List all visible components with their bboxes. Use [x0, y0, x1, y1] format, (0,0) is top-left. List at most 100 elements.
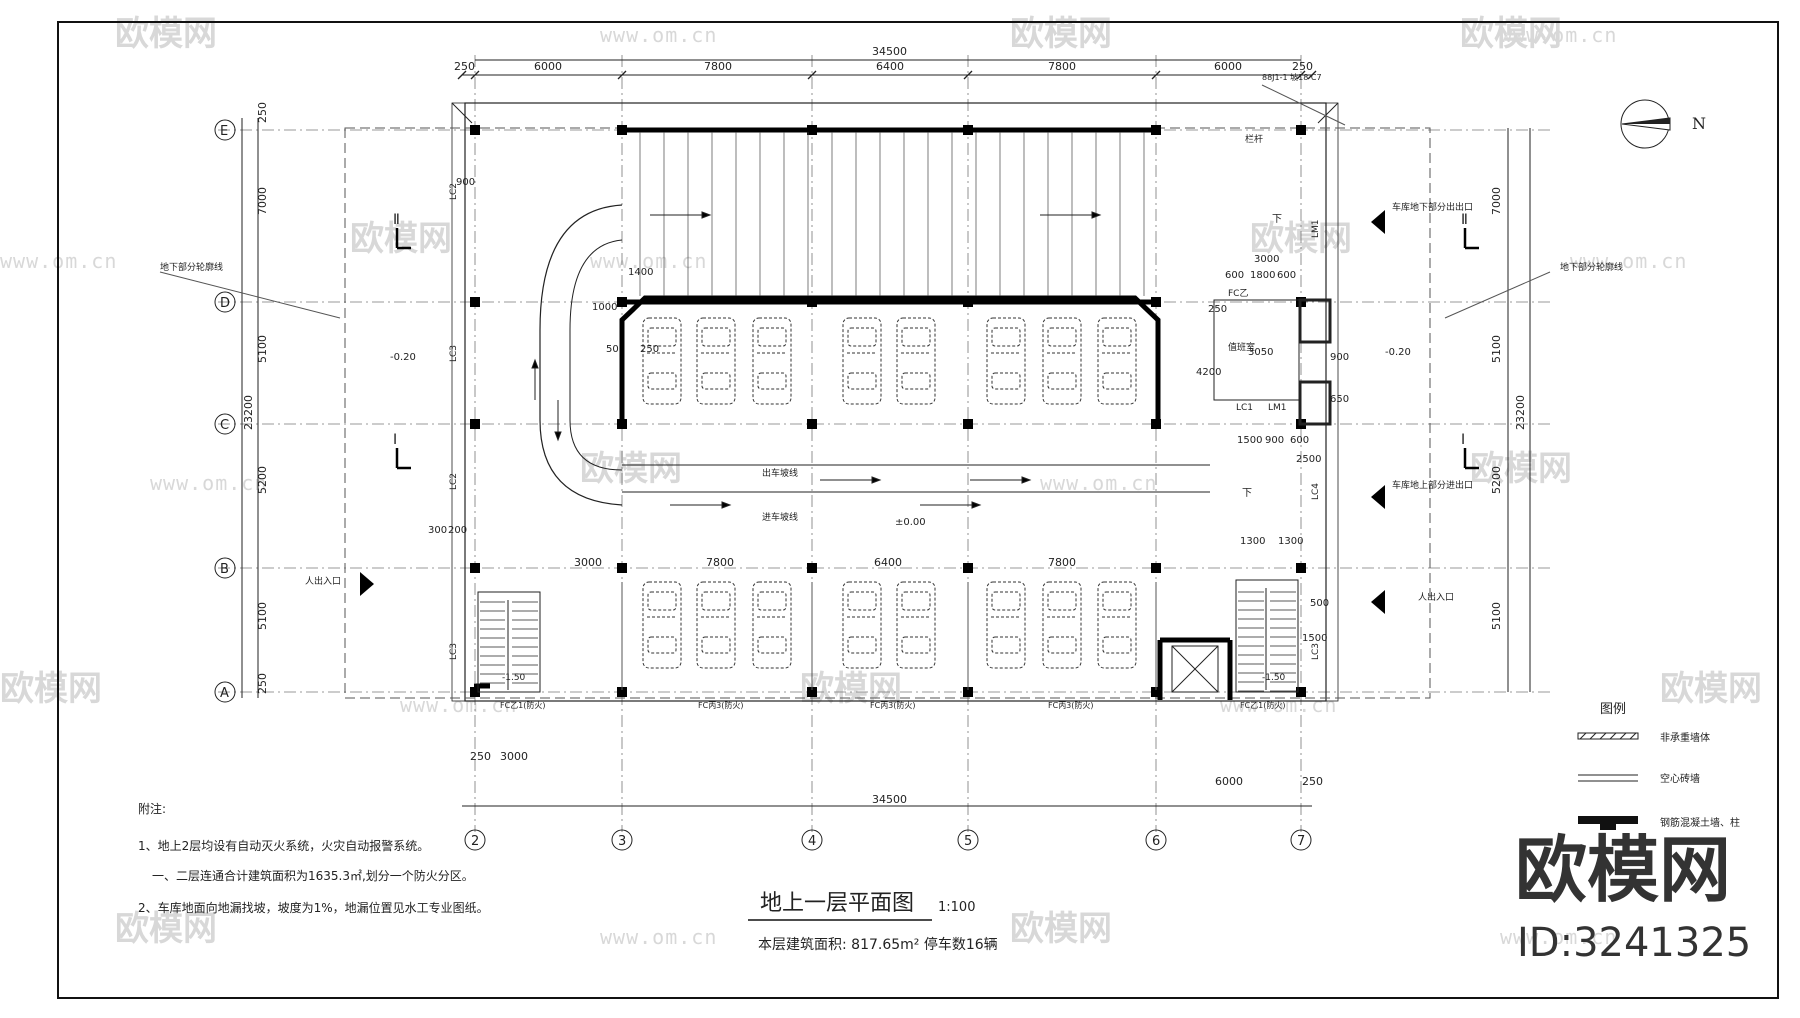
watermark-url: www.om.cn [1500, 925, 1617, 949]
parking-car [896, 317, 936, 405]
dim-left-seg: 250 [256, 673, 269, 694]
structural-column [470, 563, 480, 573]
dim-right-seg: 5100 [1490, 335, 1503, 363]
dim-left-seg: 5100 [256, 602, 269, 630]
parking-car [1042, 581, 1082, 669]
label-lc1: LC1 [1236, 403, 1253, 413]
structural-column [1296, 563, 1306, 573]
dim-misc: 900 [1265, 435, 1284, 446]
grid-bubble-col [611, 829, 633, 851]
legend-swatch-nonbearing [1577, 732, 1639, 740]
exit-arrow-icon [1371, 485, 1385, 509]
watermark-url: www.om.cn [1220, 693, 1337, 717]
direction-arrow-icon [971, 501, 982, 509]
up-arrow-icon [531, 358, 539, 369]
structural-column [807, 419, 817, 429]
dim-misc: 500 [1310, 598, 1329, 609]
dim-top-bay: 6000 [1214, 60, 1242, 73]
legend-item-2: 空心砖墙 [1660, 772, 1700, 785]
north-arrow: N [1620, 99, 1706, 149]
structural-column [1151, 297, 1161, 307]
note-line-1: 1、地上2层均设有自动灭火系统，火灾自动报警系统。 [138, 838, 429, 853]
dim-misc: 50 [606, 344, 619, 355]
legend-title: 图例 [1600, 702, 1626, 717]
north-label: N [1692, 114, 1706, 133]
direction-arrow-icon [1091, 211, 1102, 219]
direction-arrow-icon [701, 211, 712, 219]
dim-misc: 3000 [1254, 254, 1279, 265]
label-enter-ramp: 进车坡线 [762, 511, 798, 523]
dim-misc: 300 [428, 525, 447, 536]
pedestrian-arrow-icon [1371, 590, 1385, 614]
direction-arrow-icon [721, 501, 732, 509]
dim-bottom-misc: 6000 [1215, 775, 1243, 788]
grid-bubble-col [1145, 829, 1167, 851]
parking-car [642, 581, 682, 669]
legend: 图例 非承重墙体 空心砖墙 钢筋混凝土墙、柱 [1577, 702, 1740, 830]
structural-column [617, 687, 627, 697]
dim-top-total: 34500 [872, 45, 907, 58]
shaft-box [1298, 298, 1332, 344]
watermark-url: www.om.cn [600, 23, 717, 47]
dim-misc: 250 [1208, 304, 1227, 315]
dim-right-total: 23200 [1514, 395, 1527, 430]
parking-car [642, 317, 682, 405]
label-elev-center: ±0.00 [895, 517, 926, 528]
label-fc-bottom: FC乙1(防火) [1240, 700, 1286, 710]
grid-bubble-row [214, 681, 236, 703]
structural-column [807, 125, 817, 135]
drawing-frame [57, 21, 1779, 999]
dim-misc: 600 [1277, 270, 1296, 281]
legend-item-1: 非承重墙体 [1660, 731, 1710, 744]
dim-top-bay: 250 [1292, 60, 1313, 73]
curved-ramp-inner [569, 239, 623, 471]
grid-bubble-col [464, 829, 486, 851]
dim-misc: 600 [1225, 270, 1244, 281]
grid-bubble-col [1290, 829, 1312, 851]
stair-right [1235, 579, 1299, 693]
label-lc4: LC4 [1311, 483, 1321, 500]
parking-car [1097, 317, 1137, 405]
label-lc3b: LC3 [449, 643, 459, 660]
watermark-url: www.om.cn [1040, 471, 1157, 495]
pedestrian-arrow-icon [360, 572, 374, 596]
label-ref-detail: 88J1-1 坡18 C7 [1262, 72, 1322, 82]
label-ramp-down-exit: 车库地下部分出出口 [1392, 201, 1473, 213]
watermark-text: 欧模网 [115, 14, 217, 54]
structural-column [470, 419, 480, 429]
grid-label-col: 7 [1297, 834, 1305, 849]
dim-mid-bay: 7800 [1048, 556, 1076, 569]
grid-label-col: 6 [1152, 834, 1160, 849]
direction-arrow-icon [1021, 476, 1032, 484]
dim-misc: 1500 [1237, 435, 1262, 446]
structural-column [1151, 419, 1161, 429]
direction-arrow-icon [871, 476, 882, 484]
watermark-url: www.om.cn [600, 925, 717, 949]
brand-watermark: 欧模网 [1515, 828, 1731, 912]
elevator-shaft [1171, 645, 1219, 693]
label-lc3: LC3 [449, 345, 459, 362]
watermark-text: 欧模网 [115, 909, 217, 949]
structural-column [617, 563, 627, 573]
drawing-subtitle: 本层建筑面积: 817.65m² 停车数16辆 [758, 936, 998, 953]
parking-car [842, 581, 882, 669]
dim-top-bay: 250 [454, 60, 475, 73]
label-left-contour: 地下部分轮廓线 [160, 261, 223, 273]
structural-column [617, 125, 627, 135]
parking-island-wall [619, 295, 1161, 420]
dim-top-bay: 7800 [704, 60, 732, 73]
structural-column [807, 687, 817, 697]
parking-car [986, 317, 1026, 405]
grid-bubble-row [214, 119, 236, 141]
structural-column [470, 297, 480, 307]
grid-label-col: 3 [618, 834, 626, 849]
structural-column [807, 563, 817, 573]
structural-column [617, 419, 627, 429]
notes-heading: 附注: [138, 801, 166, 816]
dim-top-bay: 7800 [1048, 60, 1076, 73]
dim-left-seg: 5200 [256, 466, 269, 494]
dim-misc: 600 [1290, 435, 1309, 446]
dim-misc: 3050 [1248, 347, 1273, 358]
curved-ramp-outer [539, 204, 623, 506]
dim-misc: 200 [448, 525, 467, 536]
